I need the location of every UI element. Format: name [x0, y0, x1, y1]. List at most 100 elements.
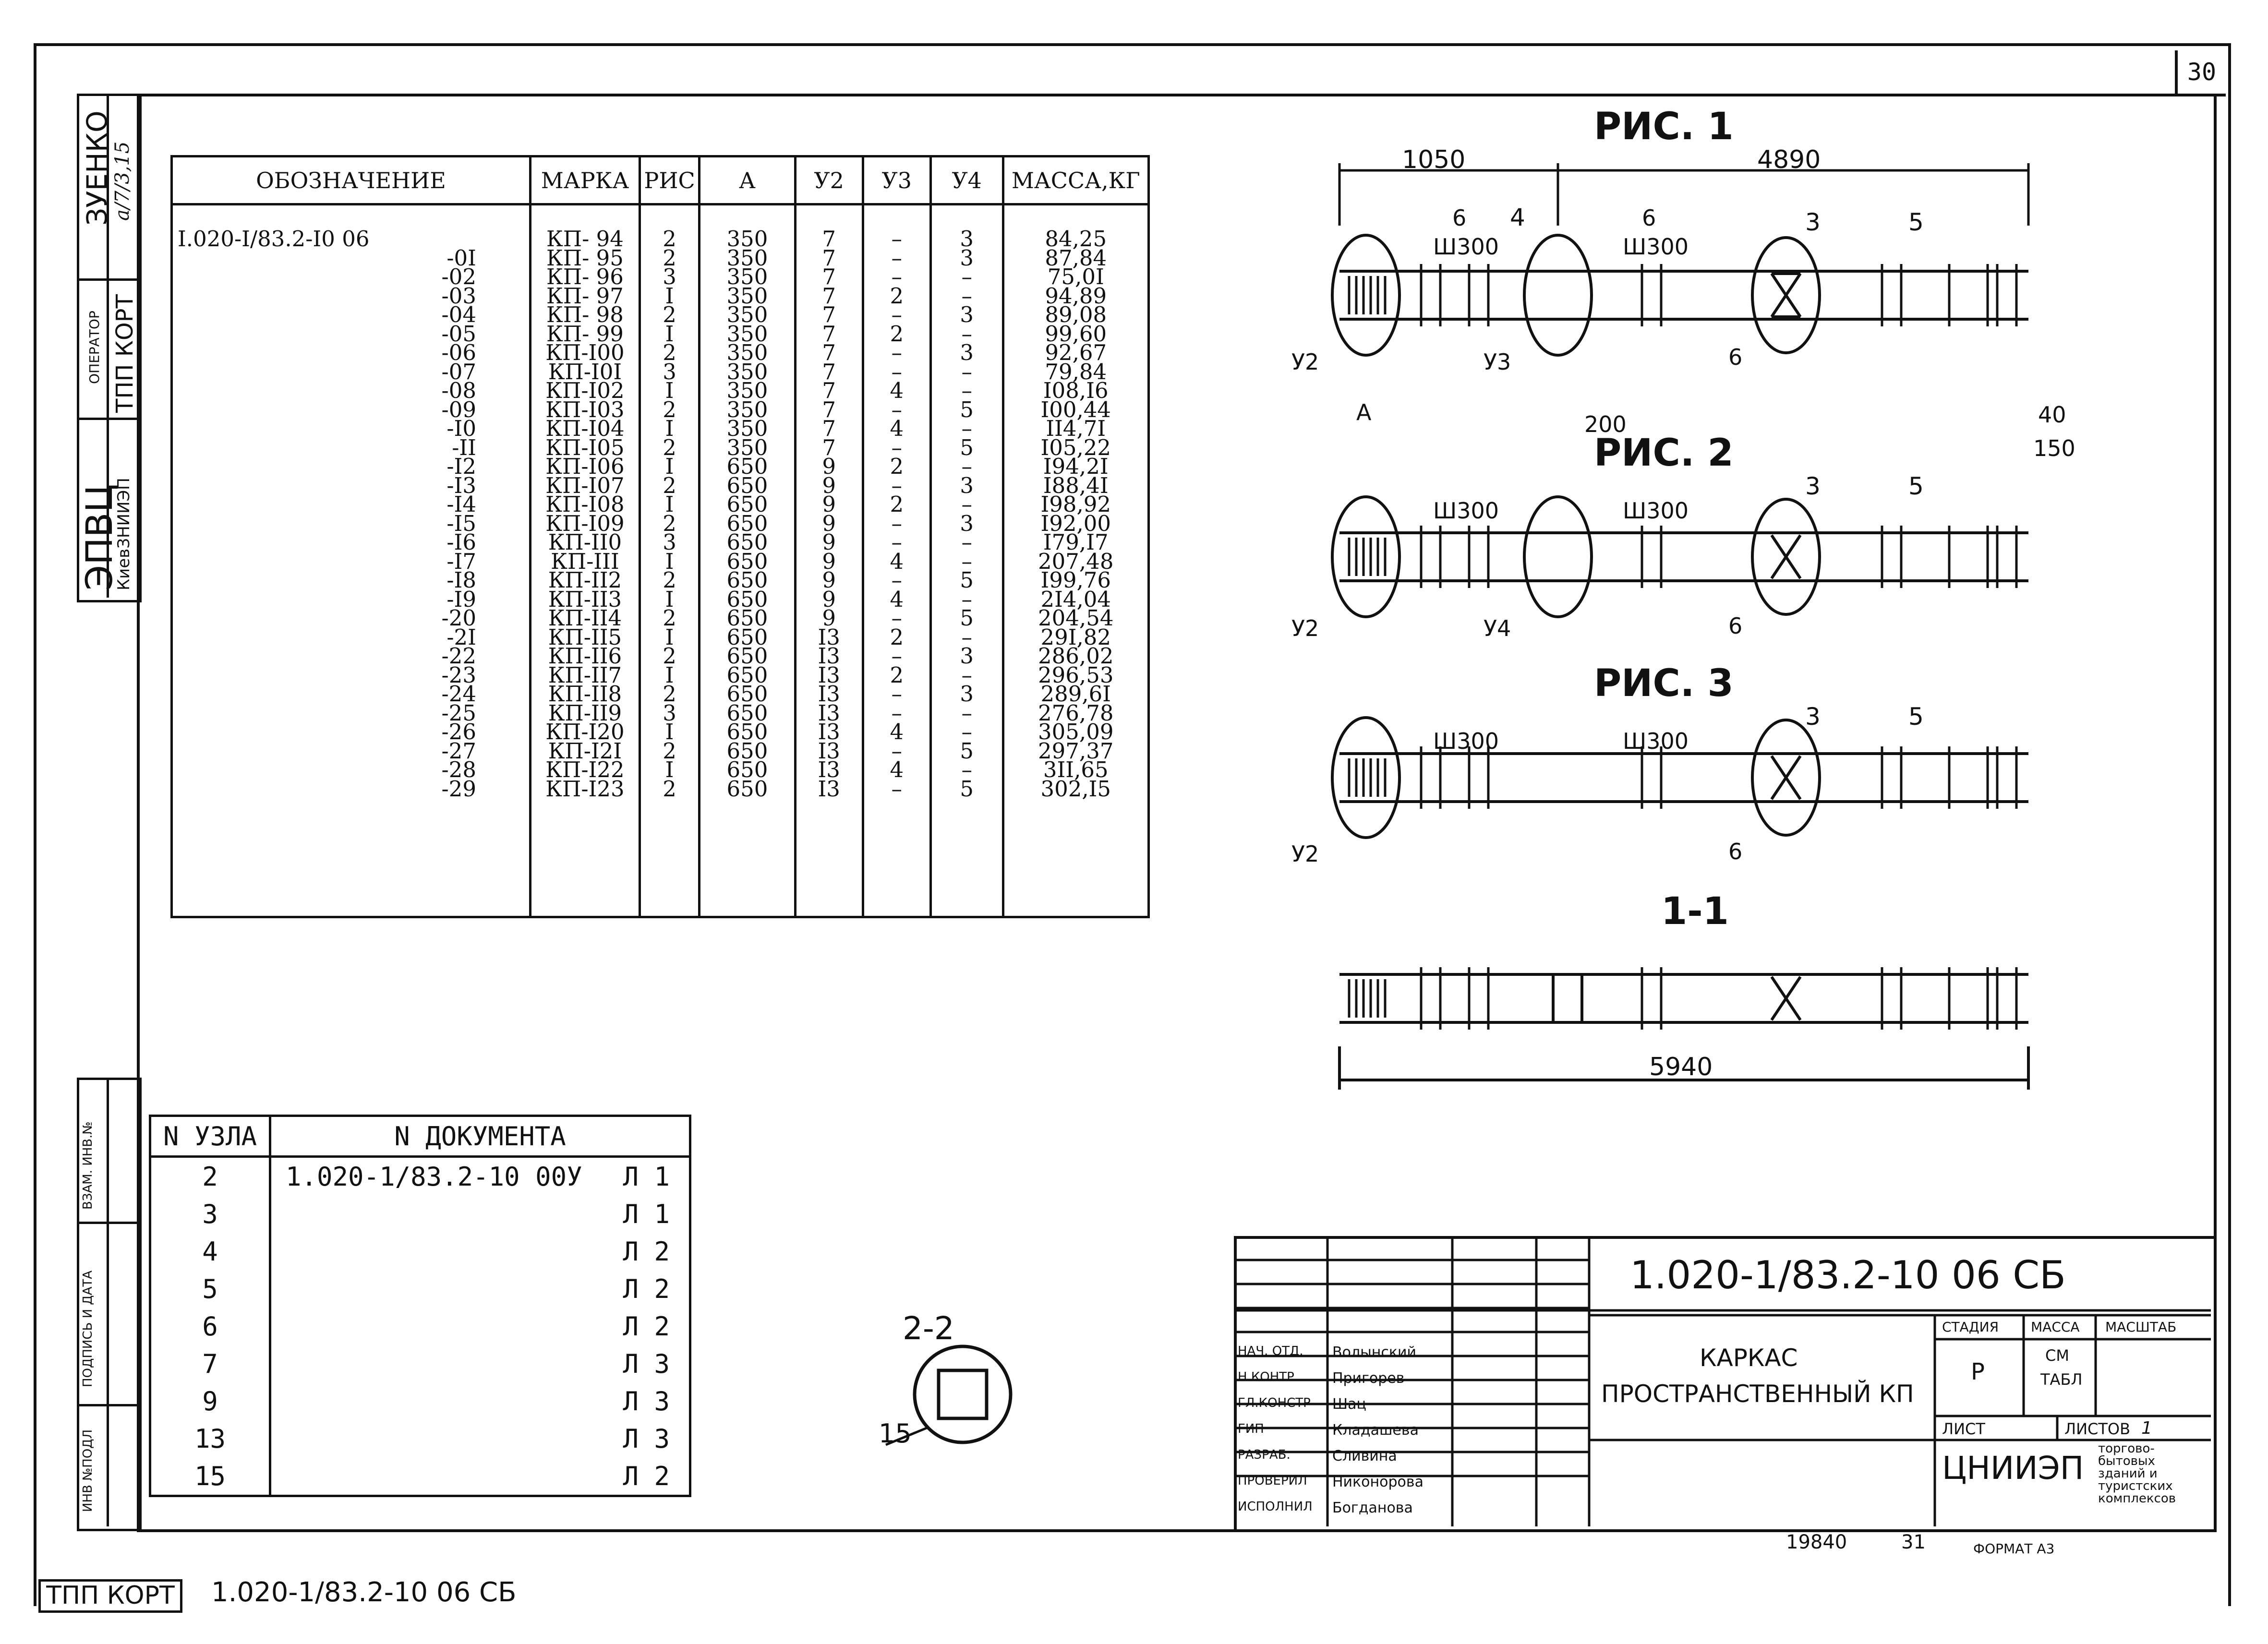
- spec-cell: -07: [441, 359, 476, 384]
- section-1-1-title: 1-1: [1661, 890, 1729, 933]
- spec-cell: –: [891, 605, 903, 631]
- spec-cell: I: [665, 321, 674, 347]
- node-number: 2: [150, 1156, 271, 1195]
- spec-cell: –: [891, 472, 903, 498]
- masshtab-label: МАСШТАБ: [2105, 1319, 2177, 1335]
- spec-cell: –: [891, 529, 903, 555]
- spec-cell: 7: [822, 283, 836, 309]
- left-approval-divider: [107, 1078, 109, 1526]
- fig3-label-6: 6: [1728, 839, 1742, 864]
- spec-cell: КП-I20: [545, 719, 625, 744]
- spec-cell: 650: [726, 510, 768, 536]
- spec-cell: 650: [726, 472, 768, 498]
- spec-cell: 350: [726, 264, 768, 289]
- staff-name: Волынский: [1332, 1344, 1417, 1361]
- spec-cell: 4: [890, 719, 904, 744]
- spec-cell: 9: [822, 454, 836, 479]
- spec-cell: 350: [726, 359, 768, 384]
- spec-cell: КП-I06: [545, 454, 625, 479]
- spec-cell: 3: [960, 245, 974, 271]
- header-ris: РИС: [638, 156, 700, 205]
- spec-cell: –: [961, 321, 972, 347]
- section-2-2-title: 2-2: [903, 1310, 954, 1347]
- spec-cell: I3: [818, 643, 840, 669]
- spec-cell: 297,37: [1038, 738, 1114, 764]
- document-number: 1.020-1/83.2-10 00У: [286, 1161, 582, 1192]
- spec-cell: –: [891, 643, 903, 669]
- spec-cell: 3II,65: [1043, 757, 1109, 782]
- spec-cell: КП-I04: [545, 416, 625, 441]
- fig1-label-3: 3: [1805, 208, 1821, 236]
- left-approval-divider: [77, 1404, 137, 1406]
- dim-1050: 1050: [1402, 145, 1465, 174]
- spec-cell: КП-II8: [548, 681, 622, 707]
- spec-cell: 350: [726, 378, 768, 403]
- stadiya-label: СТАДИЯ: [1942, 1319, 1999, 1335]
- spec-cell: –: [891, 700, 903, 726]
- fig3-title: РИС. 3: [1594, 662, 1734, 705]
- spec-cell: –: [891, 302, 903, 327]
- spec-cell: 650: [726, 719, 768, 744]
- spec-cell: 5: [960, 605, 974, 631]
- left-approval-divider: [77, 1222, 137, 1224]
- spec-cell: 3: [960, 302, 974, 327]
- spec-cell: 9: [822, 529, 836, 555]
- spec-cell: 7: [822, 396, 836, 422]
- spec-cell: -2I: [446, 624, 476, 650]
- spec-cell: I: [665, 757, 674, 782]
- org-name: ЦНИИЭП: [1942, 1450, 2084, 1487]
- left-approval-strip: [77, 1078, 142, 1531]
- spec-cell: I79,I7: [1043, 529, 1109, 555]
- left-stamp-strip: [77, 94, 142, 602]
- staff-role: ГИП: [1238, 1422, 1264, 1436]
- spec-cell: I00,44: [1040, 396, 1111, 422]
- spec-cell: 75,0I: [1047, 264, 1104, 289]
- fig3-label-5: 5: [1908, 703, 1924, 731]
- spec-cell: 7: [822, 245, 836, 271]
- document-sheet: Л 2: [623, 1236, 670, 1267]
- spec-cell: 4: [890, 586, 904, 612]
- spec-cell: –: [891, 226, 903, 252]
- spec-cell: 650: [726, 529, 768, 555]
- title-name-line2: ПРОСТРАНСТВЕННЫЙ КП: [1601, 1380, 1914, 1408]
- fig2-label-sh300: Ш300: [1433, 498, 1499, 524]
- fig1-label-u2: У2: [1291, 349, 1319, 375]
- spec-cell: –: [961, 586, 972, 612]
- org-desc-line: зданий и: [2098, 1466, 2158, 1481]
- massa-value-1: СМ: [2045, 1346, 2069, 1365]
- fig1-dim-200: 200: [1584, 411, 1627, 437]
- spec-cell: 650: [726, 586, 768, 612]
- document-sheet: Л 2: [623, 1273, 670, 1304]
- stadiya-value: Р: [1971, 1358, 1985, 1385]
- frame-ties: [1348, 264, 2018, 1030]
- format-label: ФОРМАТ А3: [1973, 1541, 2055, 1557]
- fig1-frame: [1331, 234, 2028, 357]
- spec-cell: 3: [663, 359, 676, 384]
- spec-cell: КП- 95: [546, 245, 624, 271]
- header-u3: У3: [861, 156, 931, 205]
- page-number: 31: [1901, 1531, 1926, 1553]
- spec-cell: 4: [890, 757, 904, 782]
- spec-cell: 4: [890, 416, 904, 441]
- spec-cell: –: [961, 283, 972, 309]
- spec-cell: -24: [441, 681, 476, 707]
- listov-label: ЛИСТОВ: [2064, 1420, 2131, 1438]
- spec-cell: КП- 99: [546, 321, 624, 347]
- specification-table: ОБОЗНАЧЕНИЕ МАРКА РИС А У2 У3 У4 МАССА,К…: [170, 155, 1150, 918]
- inner-frame: [137, 94, 2217, 1532]
- spec-cell: I: [665, 416, 674, 441]
- list-label: ЛИСТ: [1942, 1420, 1985, 1438]
- spec-cell: –: [891, 245, 903, 271]
- spec-cell: 650: [726, 681, 768, 707]
- spec-cell: I88,4I: [1043, 472, 1109, 498]
- spec-cell: -09: [441, 396, 476, 422]
- spec-cell: 7: [822, 378, 836, 403]
- spec-cell: 4: [890, 548, 904, 574]
- spec-cell: I: [665, 492, 674, 517]
- spec-cell: 350: [726, 434, 768, 460]
